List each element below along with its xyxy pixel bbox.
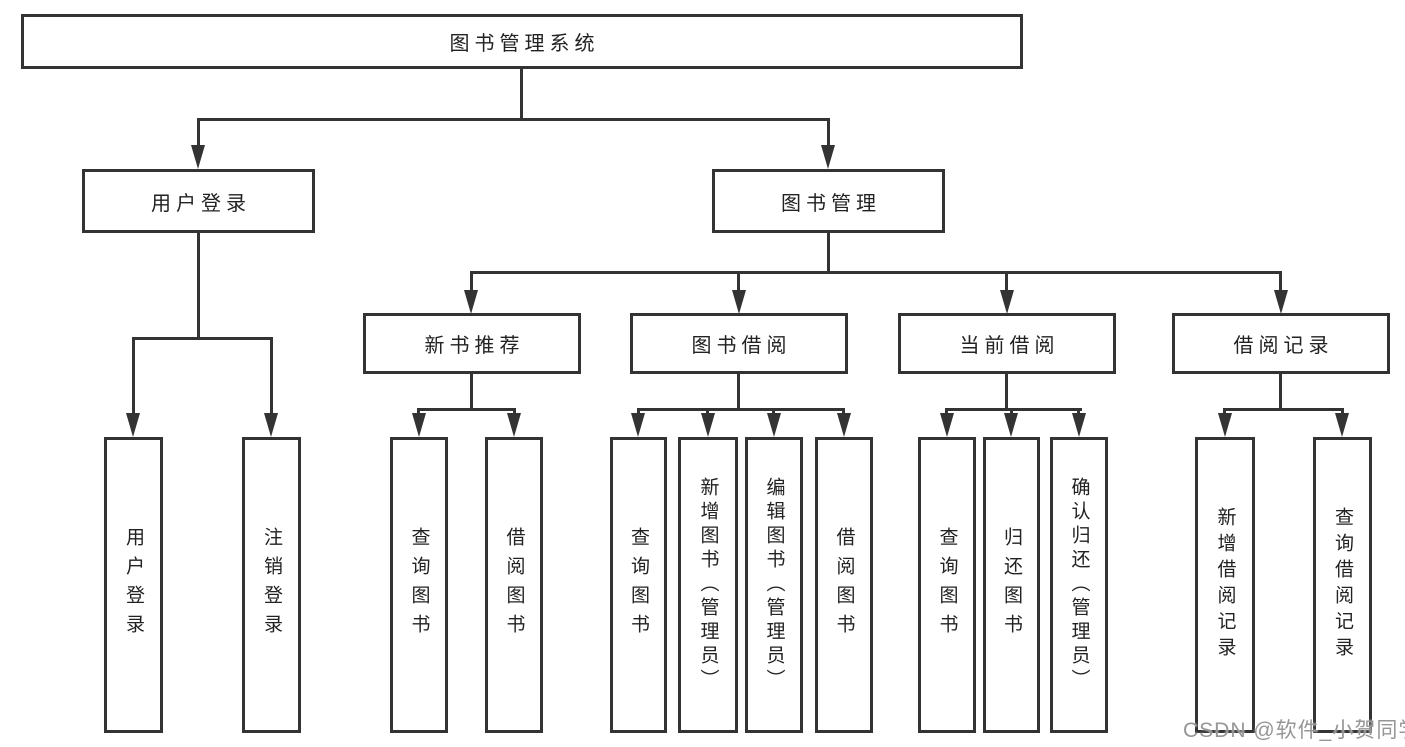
connector-borrow-records-bus <box>1223 408 1344 411</box>
connector-drop-book-borrow <box>737 271 740 290</box>
node-book-borrowing: 图书借阅 <box>630 313 848 374</box>
connector-root-bus <box>197 118 830 121</box>
connector-book-borrow-stem <box>737 374 740 408</box>
node-label: 图书借阅 <box>691 335 792 357</box>
connector-drop-leaf-logout <box>270 337 273 413</box>
connector-user-login-stem <box>197 232 200 337</box>
node-label: 图书管理 <box>781 192 881 215</box>
connector-root-stem <box>520 69 523 118</box>
node-label: 新书推荐 <box>424 335 525 357</box>
arrow-down-icon <box>126 413 140 437</box>
connector-book-mgmt-bus <box>470 271 1282 274</box>
arrow-down-icon <box>940 413 954 437</box>
connector-drop <box>1010 408 1013 413</box>
connector-drop-book-mgmt <box>827 118 830 145</box>
leaf-query-book-borrowing: 查询图书 <box>610 437 667 733</box>
arrow-down-icon <box>767 413 781 437</box>
node-new-book-recommend: 新书推荐 <box>363 313 581 374</box>
arrow-down-icon <box>264 413 278 437</box>
node-label: 查询图书 <box>628 527 649 643</box>
arrow-down-icon <box>1335 413 1349 437</box>
connector-new-book-bus <box>417 408 516 411</box>
node-label: 图书管理系统 <box>449 33 600 55</box>
node-label: 借阅图书 <box>833 527 855 643</box>
arrow-down-icon <box>1000 290 1014 314</box>
arrow-down-icon <box>1218 413 1232 437</box>
connector-drop <box>772 408 775 413</box>
connector-drop <box>417 408 420 413</box>
leaf-borrow-book-borrowing: 借阅图书 <box>815 437 873 733</box>
arrow-down-icon <box>1274 290 1288 314</box>
csdn-watermark: CSDN @软件_小贺同学 <box>1183 719 1405 742</box>
leaf-query-book-newbook: 查询图书 <box>390 437 448 733</box>
connector-drop <box>945 408 948 413</box>
node-label: 新增借阅记录 <box>1214 507 1236 663</box>
arrow-down-icon <box>732 290 746 314</box>
connector-drop <box>706 408 709 413</box>
arrow-down-icon <box>464 290 478 314</box>
node-label: 查询借阅记录 <box>1332 507 1353 663</box>
node-label: 用户登录 <box>151 192 251 215</box>
arrow-down-icon <box>412 413 426 437</box>
leaf-query-book-current: 查询图书 <box>918 437 976 733</box>
node-label: 用户登录 <box>123 527 144 643</box>
node-label: 查询图书 <box>936 527 958 643</box>
connector-drop <box>513 408 516 413</box>
node-label: 当前借阅 <box>959 335 1060 357</box>
arrow-down-icon <box>701 413 715 437</box>
connector-current-borrow-stem <box>1005 374 1008 408</box>
connector-book-borrow-bus <box>637 408 845 411</box>
arrow-down-icon <box>1072 413 1086 437</box>
leaf-add-borrow-record: 新增借阅记录 <box>1195 437 1255 733</box>
connector-drop-leaf-user-login <box>132 337 135 413</box>
node-user-login: 用户登录 <box>82 169 315 233</box>
connector-user-login-bus <box>132 337 273 340</box>
node-label: 编辑图书（管理员） <box>763 477 785 693</box>
leaf-user-login: 用户登录 <box>104 437 163 733</box>
connector-borrow-records-stem <box>1279 374 1282 408</box>
arrow-down-icon <box>821 145 835 169</box>
connector-new-book-stem <box>470 374 473 408</box>
leaf-confirm-return-admin: 确认归还（管理员） <box>1050 437 1108 733</box>
arrow-down-icon <box>507 413 521 437</box>
leaf-borrow-book-newbook: 借阅图书 <box>485 437 543 733</box>
connector-drop-current-borrow <box>1005 271 1008 290</box>
node-borrowing-records: 借阅记录 <box>1172 313 1390 374</box>
arrow-down-icon <box>191 145 205 169</box>
connector-drop-new-book <box>470 271 473 290</box>
leaf-query-borrow-record: 查询借阅记录 <box>1313 437 1372 733</box>
arrow-down-icon <box>1004 413 1018 437</box>
connector-drop <box>842 408 845 413</box>
connector-current-borrow-bus <box>945 408 1082 411</box>
node-label: 确认归还（管理员） <box>1068 477 1090 693</box>
node-root-library-system: 图书管理系统 <box>21 14 1023 69</box>
node-book-management: 图书管理 <box>712 169 945 233</box>
leaf-edit-book-admin: 编辑图书（管理员） <box>745 437 803 733</box>
leaf-add-book-admin: 新增图书（管理员） <box>678 437 738 733</box>
connector-drop <box>1077 408 1080 413</box>
connector-drop <box>1223 408 1226 413</box>
arrow-down-icon <box>631 413 645 437</box>
node-label: 归还图书 <box>1001 527 1022 643</box>
connector-drop <box>1341 408 1344 413</box>
node-label: 注销登录 <box>261 527 282 643</box>
node-label: 查询图书 <box>408 527 430 643</box>
leaf-return-book: 归还图书 <box>983 437 1040 733</box>
connector-drop-borrow-records <box>1279 271 1282 290</box>
leaf-logout: 注销登录 <box>242 437 301 733</box>
node-label: 借阅图书 <box>503 527 525 643</box>
connector-drop-user-login <box>197 118 200 145</box>
node-current-borrowing: 当前借阅 <box>898 313 1116 374</box>
connector-drop <box>637 408 640 413</box>
arrow-down-icon <box>837 413 851 437</box>
connector-book-mgmt-stem <box>827 232 830 271</box>
node-label: 借阅记录 <box>1233 335 1334 357</box>
node-label: 新增图书（管理员） <box>697 477 719 693</box>
